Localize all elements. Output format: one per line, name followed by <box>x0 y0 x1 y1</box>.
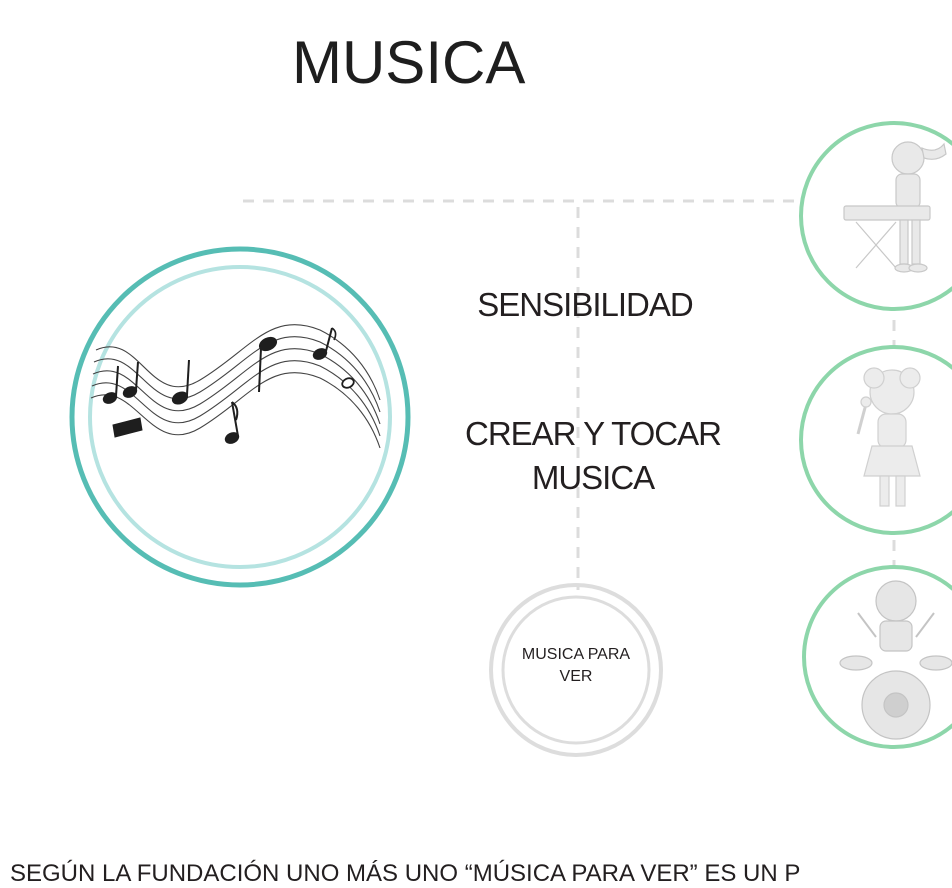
music-circle <box>69 246 411 588</box>
boy-drums-icon <box>839 580 952 740</box>
girl-singing-icon <box>856 367 921 507</box>
singing-circle <box>799 345 952 535</box>
music-staff-icon <box>90 324 381 449</box>
crear-tocar-line1: CREAR Y TOCAR <box>465 415 722 452</box>
sensibilidad-label: SENSIBILIDAD <box>477 286 693 323</box>
keyboard-circle <box>799 121 952 311</box>
footer-text: SEGÚN LA FUNDACIÓN UNO MÁS UNO “MÚSICA P… <box>10 860 801 887</box>
page-title: MUSICA <box>292 29 526 96</box>
crear-tocar-label: CREAR Y TOCAR MUSICA <box>458 412 728 500</box>
crear-tocar-line2: MUSICA <box>531 459 655 496</box>
drums-circle <box>802 565 952 749</box>
musica-para-ver-label: MUSICA PARA VER <box>521 646 631 685</box>
musica-para-ver-circle <box>489 583 663 757</box>
girl-keyboard-icon <box>843 141 947 273</box>
